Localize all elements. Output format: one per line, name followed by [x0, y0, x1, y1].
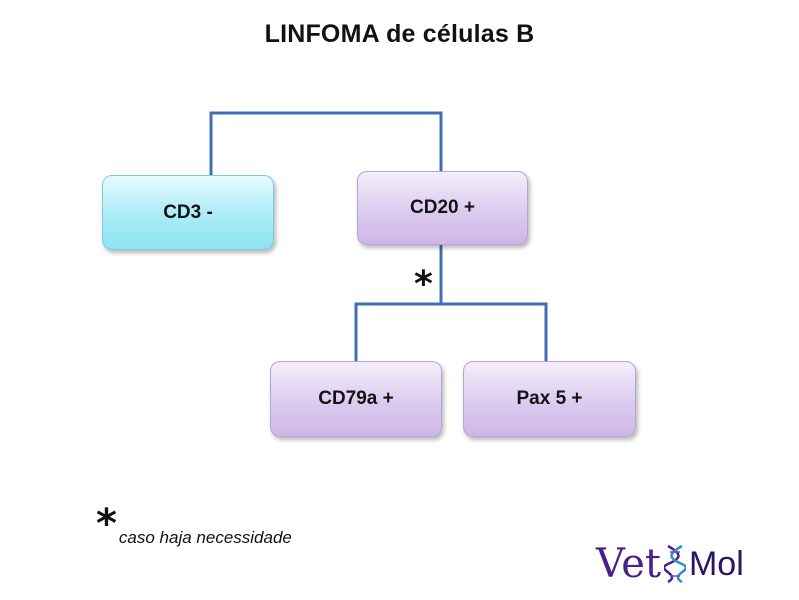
node-cd3: CD3 -: [102, 175, 274, 250]
node-cd3-label: CD3 -: [163, 201, 213, 223]
dna-helix-icon: [663, 544, 686, 584]
asterisk-marker: *: [414, 264, 433, 305]
node-pax5: Pax 5 +: [463, 361, 636, 437]
footnote-asterisk: *: [96, 501, 117, 547]
vetmol-logo: Vet Mol: [596, 540, 766, 588]
node-cd79a-label: CD79a +: [318, 388, 394, 409]
node-cd20: CD20 +: [357, 171, 528, 245]
node-pax5-label: Pax 5 +: [516, 388, 583, 409]
footnote: * caso haja necessidade: [96, 504, 292, 548]
bottom-bracket-line: [354, 302, 548, 364]
logo-text-right: Mol: [688, 545, 744, 583]
diagram-title: LINFOMA de células B: [264, 20, 535, 48]
logo-text-left: Vet: [596, 541, 661, 587]
node-cd20-label: CD20 +: [410, 197, 475, 218]
top-bracket-line: [209, 111, 443, 177]
footnote-text: caso haja necessidade: [118, 528, 292, 547]
node-cd79a: CD79a +: [270, 361, 442, 437]
